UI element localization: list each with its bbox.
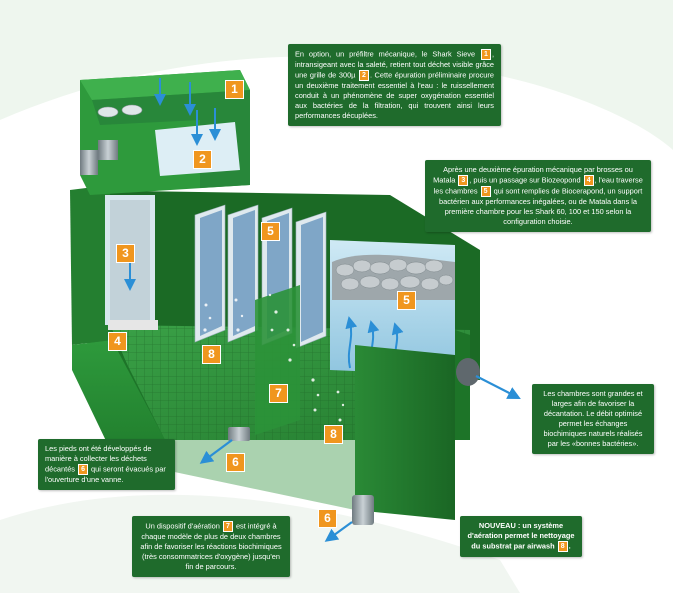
note-biozeopond-text-4: qui sont remplies de Biocerapond, un sup… [438,186,643,226]
note-airwash-num-8: 8 [557,540,568,552]
note-biozeopond-text-3: , l'eau traverse les chambres [433,175,643,196]
badge-7: 7 [269,384,288,403]
drain-valve-right [352,495,374,525]
note-biozeopond-text-2: , puis un passage sur Biozeopond [469,175,581,185]
badge-5-right: 5 [397,291,416,310]
biozeopond-gravel [108,320,158,330]
badge-8-left: 8 [202,345,221,364]
note-chambers-text: Les chambres sont grandes et larges afin… [543,389,643,448]
note-aeration-text-2: est intégré à chaque modèle de plus de d… [140,521,282,571]
note-feet-text-2: qui seront évacués par l'ouverture d'une… [45,464,166,484]
note-biozeopond-num-3: 3 [458,174,469,186]
drain-valve-left [228,427,250,441]
badge-6-left: 6 [226,453,245,472]
note-aeration-num-7: 7 [222,521,233,532]
note-prefilter: En option, un préfiltre mécanique, le Sh… [288,44,501,126]
left-chamber-wall [70,185,112,345]
background-swoosh [0,0,673,150]
inlet-pipes [97,104,143,118]
badge-3: 3 [116,244,135,263]
water-flow-arrows-down [124,78,221,291]
rocks [335,258,454,291]
note-prefilter-num-2: 2 [359,69,369,81]
note-airwash-text-2: . [568,541,571,551]
inlet-pipe [98,140,118,160]
drain-arrow-left [199,439,233,464]
badge-4: 4 [108,332,127,351]
note-aeration: Un dispositif d'aération 7 est intégré à… [132,516,290,577]
badge-5-left: 5 [261,222,280,241]
note-biozeopond-text-1: Après une deuxième épuration mécanique p… [433,165,633,185]
note-feet-num-6: 6 [78,463,88,475]
note-airwash: NOUVEAU : un système d'aération permet l… [460,516,582,557]
tank-left-face [72,340,165,470]
note-airwash-new-label: NOUVEAU [478,521,516,530]
note-biozeopond-num-5: 5 [480,185,491,197]
aeration-bubbles [203,293,345,422]
note-airwash-text-1: : un système d'aération permet le nettoy… [467,521,575,551]
note-chambers: Les chambres sont grandes et larges afin… [532,384,654,454]
note-prefilter-text-3: . Cette épuration préliminaire procure u… [295,70,494,120]
prefilter-box-top [80,70,250,100]
note-biozeopond: Après une deuxième épuration mécanique p… [425,160,651,232]
badge-1: 1 [225,80,244,99]
badge-6-right: 6 [318,509,337,528]
badge-2: 2 [193,150,212,169]
note-prefilter-text-1: En option, un préfiltre mécanique, le Sh… [295,49,476,59]
tank-right-face [355,345,455,520]
note-prefilter-text-2: , intransigeant avec la saleté, retient … [295,49,494,80]
note-aeration-text-1: Un dispositif d'aération [145,521,220,531]
note-biozeopond-num-4: 4 [583,174,594,186]
inlet-elbow [80,150,98,175]
drain-arrow-right [324,521,353,542]
outlet-arrow [475,375,521,400]
outlet-port [456,358,480,386]
badge-8-right: 8 [324,425,343,444]
note-prefilter-num-1: 1 [481,49,491,60]
note-feet-text-1: Les pieds ont été développés de manière … [45,444,152,474]
note-feet: Les pieds ont été développés de manière … [38,439,175,490]
divider-wall [255,285,300,435]
